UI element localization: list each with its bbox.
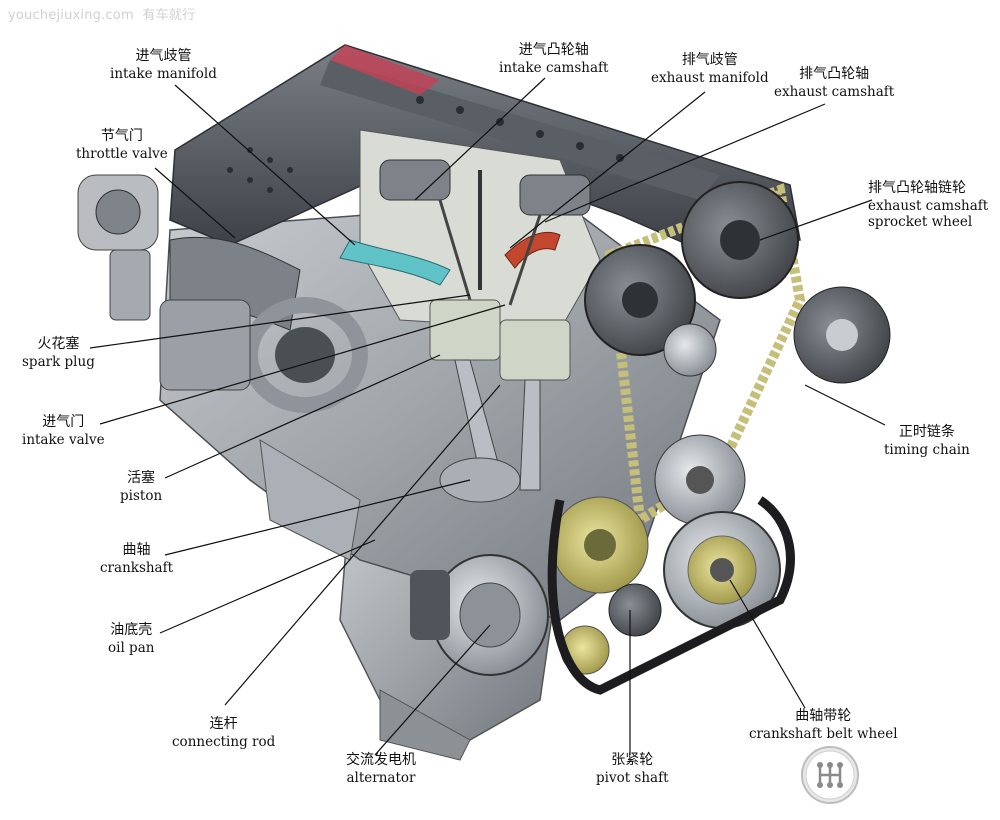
label-intake-manifold: 进气歧管 intake manifold (110, 48, 217, 82)
throttle-body-shape (77, 174, 159, 321)
timing-chain-zh: 正时链条 (898, 424, 955, 440)
label-throttle-valve: 节气门 throttle valve (76, 128, 168, 162)
piston-en: piston (120, 487, 163, 504)
alternator-en: alternator (346, 769, 416, 786)
label-intake-valve: 进气门 intake valve (22, 414, 105, 448)
alternator-zh: 交流发电机 (346, 752, 416, 768)
connecting-rod-en: connecting rod (172, 733, 276, 750)
crankshaft-belt-wheel-en: crankshaft belt wheel (749, 725, 898, 742)
exhaust-sprocket-zh: 排气凸轮轴链轮 (868, 180, 966, 196)
intake-valve-en: intake valve (22, 431, 105, 448)
label-exhaust-sprocket: 排气凸轮轴链轮 exhaust camshaft sprocket wheel (868, 180, 988, 231)
label-connecting-rod: 连杆 connecting rod (172, 716, 275, 750)
alternator-shape (410, 554, 549, 676)
accessory-pulleys-shape (547, 286, 891, 695)
piston-zh: 活塞 (127, 470, 156, 486)
exhaust-camshaft-zh: 排气凸轮轴 (799, 66, 870, 82)
gear-shift-icon (801, 746, 859, 804)
label-spark-plug: 火花塞 spark plug (22, 336, 95, 370)
watermark: youchejiuxing.com 有车就行 (8, 4, 195, 23)
spark-plug-en: spark plug (22, 353, 95, 370)
label-crankshaft: 曲轴 crankshaft (100, 542, 173, 576)
watermark-brand: 有车就行 (142, 8, 196, 23)
intake-valve-zh: 进气门 (42, 414, 85, 430)
crankshaft-en: crankshaft (100, 559, 174, 576)
intake-camshaft-en: intake camshaft (499, 59, 609, 76)
timing-chain-en: timing chain (884, 441, 970, 458)
label-pivot-shaft: 张紧轮 pivot shaft (596, 752, 669, 786)
spark-plug-zh: 火花塞 (37, 336, 80, 352)
throttle-valve-en: throttle valve (76, 145, 168, 162)
intake-manifold-en: intake manifold (110, 65, 217, 82)
label-piston: 活塞 piston (120, 470, 162, 504)
oil-pan-zh: 油底壳 (110, 622, 153, 638)
crankshaft-belt-wheel-zh: 曲轴带轮 (795, 708, 852, 724)
intake-manifold-zh: 进气歧管 (135, 48, 192, 64)
exhaust-sprocket-en2: sprocket wheel (868, 214, 973, 231)
timing-drive-shape (584, 181, 806, 529)
intake-runners-shape (159, 236, 368, 413)
label-intake-camshaft: 进气凸轮轴 intake camshaft (499, 42, 608, 76)
oil-pan-en: oil pan (108, 639, 155, 656)
intake-camshaft-zh: 进气凸轮轴 (518, 42, 589, 58)
throttle-valve-zh: 节气门 (100, 128, 143, 144)
label-exhaust-camshaft: 排气凸轮轴 exhaust camshaft (774, 66, 894, 100)
exhaust-camshaft-en: exhaust camshaft (774, 83, 895, 100)
label-exhaust-manifold: 排气歧管 exhaust manifold (651, 52, 769, 86)
crankshaft-zh: 曲轴 (122, 542, 151, 558)
pistons-shape (429, 299, 571, 503)
label-crankshaft-belt-wheel: 曲轴带轮 crankshaft belt wheel (749, 708, 898, 742)
pivot-shaft-en: pivot shaft (596, 769, 669, 786)
exhaust-sprocket-en: exhaust camshaft (868, 197, 989, 214)
label-timing-chain: 正时链条 timing chain (884, 424, 970, 458)
label-alternator: 交流发电机 alternator (346, 752, 416, 786)
exhaust-manifold-zh: 排气歧管 (681, 52, 738, 68)
connecting-rod-zh: 连杆 (209, 716, 238, 732)
label-oil-pan: 油底壳 oil pan (108, 622, 154, 656)
exhaust-manifold-en: exhaust manifold (651, 69, 769, 86)
valve-cover-shape (169, 44, 801, 251)
watermark-site: youchejiuxing.com (8, 8, 134, 23)
cylinder-head-cutaway (339, 129, 601, 331)
pivot-shaft-zh: 张紧轮 (611, 752, 654, 768)
leader-lines (89, 77, 886, 756)
